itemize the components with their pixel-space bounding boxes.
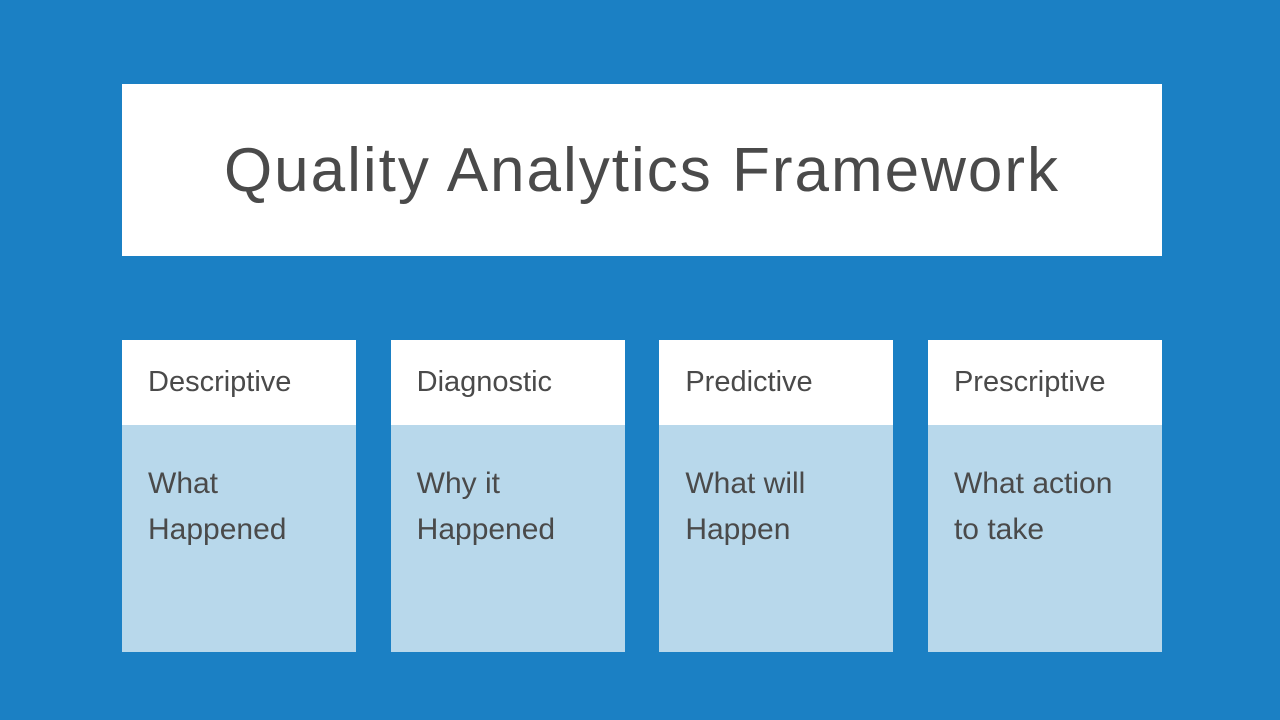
- column-header-predictive: Predictive: [659, 340, 894, 425]
- column-body-descriptive: What Happened: [122, 425, 356, 652]
- title-box: Quality Analytics Framework: [122, 84, 1162, 256]
- column-header-diagnostic: Diagnostic: [390, 340, 625, 425]
- column-prescriptive: Prescriptive What action to take: [927, 340, 1162, 652]
- column-header-descriptive: Descriptive: [122, 340, 356, 425]
- analytics-columns: Descriptive What Happened Diagnostic Why…: [122, 340, 1162, 652]
- column-predictive: Predictive What will Happen: [659, 340, 894, 652]
- column-header-prescriptive: Prescriptive: [927, 340, 1162, 425]
- column-descriptive: Descriptive What Happened: [122, 340, 356, 652]
- slide-title: Quality Analytics Framework: [223, 135, 1061, 205]
- column-diagnostic: Diagnostic Why it Happened: [390, 340, 625, 652]
- column-body-predictive: What will Happen: [659, 425, 894, 652]
- column-body-diagnostic: Why it Happened: [390, 425, 625, 652]
- column-body-prescriptive: What action to take: [927, 425, 1162, 652]
